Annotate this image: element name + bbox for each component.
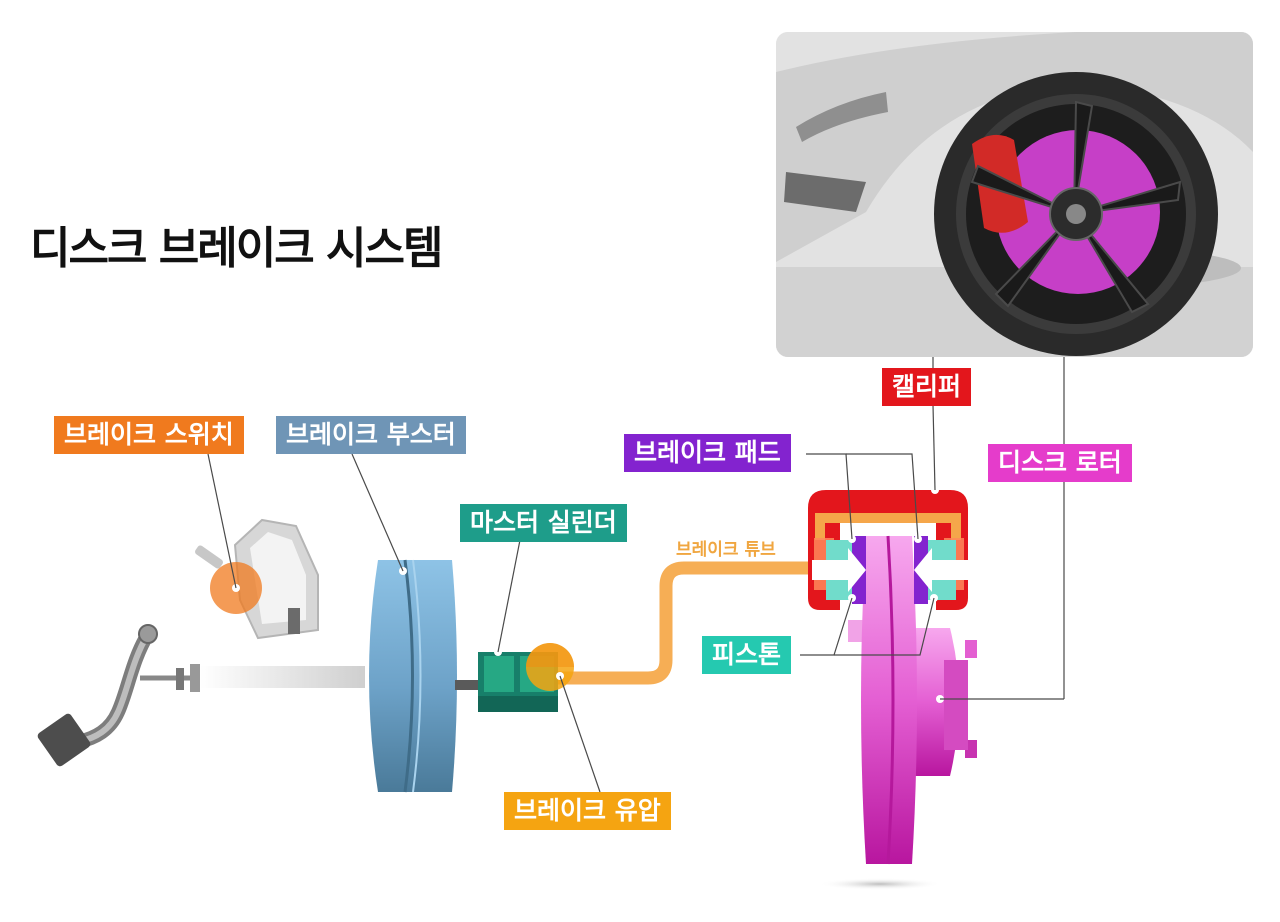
brake-pads [848,535,938,604]
page-title: 디스크 브레이크 시스템 [30,223,443,274]
force-arrows [812,548,968,592]
wheel-photo [776,32,1253,357]
disc-rotor [818,535,977,890]
label-brake-switch: 브레이크 스위치 [54,416,244,454]
brake-pedal [37,624,200,767]
label-brake-tube: 브레이크 튜브 [676,540,776,560]
label-disc-rotor: 디스크 로터 [988,444,1132,482]
label-master-cylinder: 마스터 실린더 [460,504,627,542]
brake-hydraulic-marker [526,643,574,691]
label-caliper: 캘리퍼 [882,368,972,406]
label-brake-booster: 브레이크 부스터 [276,416,466,454]
brake-booster [369,559,457,793]
label-brake-pad: 브레이크 패드 [624,434,791,472]
brake-tube [558,561,808,685]
brake-switch-bracket [195,518,319,640]
pushrod [200,666,365,688]
label-piston: 피스톤 [702,636,792,674]
label-brake-hydraulic: 브레이크 유압 [504,792,671,830]
